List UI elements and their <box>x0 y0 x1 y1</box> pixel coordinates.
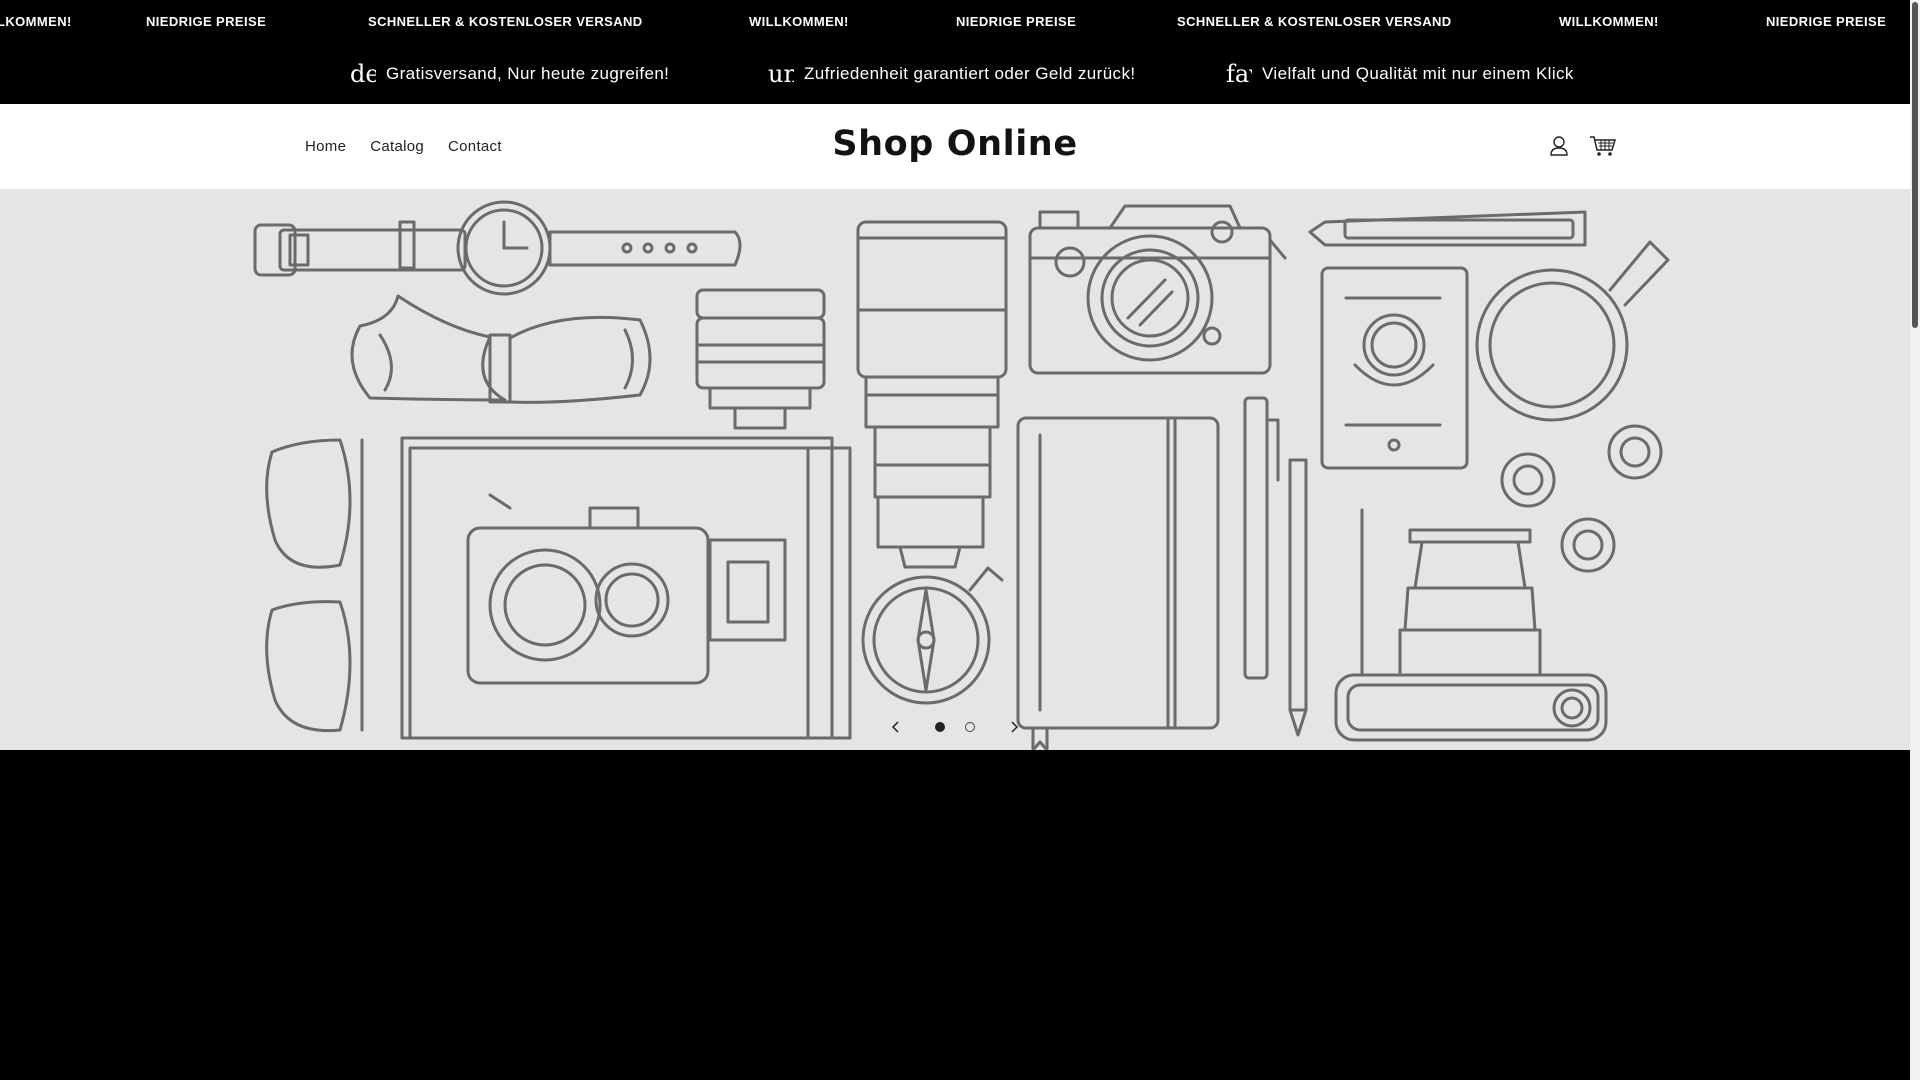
cart-button[interactable] <box>1588 132 1618 160</box>
vintage-camera-illustration <box>1334 508 1608 742</box>
camera-illustration <box>1028 204 1287 375</box>
marquee-item: SCHNELLER & KOSTENLOSER VERSAND <box>368 14 643 29</box>
chevron-right-icon <box>1011 721 1019 733</box>
film-roll-illustration <box>1500 424 1663 573</box>
promo-item-guarantee: un Zufriedenheit garantiert oder Geld zu… <box>768 44 1135 104</box>
account-button[interactable] <box>1545 132 1573 160</box>
slide-next-button[interactable] <box>998 711 1030 743</box>
page-scrollbar[interactable] <box>1910 0 1920 1080</box>
nav-home-link[interactable]: Home <box>305 138 347 155</box>
cart-icon <box>1590 136 1617 156</box>
watch-illustration <box>253 200 742 296</box>
promo-item-variety: fav Vielfalt und Qualität mit nur einem … <box>1226 44 1574 104</box>
marquee-item: NIEDRIGE PREISE <box>956 14 1077 29</box>
marquee-item: NIEDRIGE PREISE <box>1766 14 1887 29</box>
promo-item-shipping: de Gratisversand, Nur heute zugreifen! <box>350 44 669 104</box>
guarantee-icon: un <box>768 60 794 88</box>
marquee-item: NIEDRIGE PREISE <box>146 14 267 29</box>
map-illustration <box>400 436 852 740</box>
slide-prev-button[interactable] <box>880 711 912 743</box>
compass-illustration <box>861 566 1004 705</box>
travel-gear-illustration <box>253 200 1670 750</box>
announcement-marquee: WILLKOMMEN! NIEDRIGE PREISE SCHNELLER & … <box>0 0 1910 44</box>
slide-dot-2[interactable] <box>965 722 975 732</box>
passport-illustration <box>1320 266 1469 470</box>
user-icon <box>1550 136 1568 156</box>
hero-slideshow <box>0 190 1910 750</box>
promo-bar: de Gratisversand, Nur heute zugreifen! u… <box>0 44 1910 104</box>
site-logo[interactable]: Shop Online <box>832 124 1078 164</box>
slide-dot-1[interactable] <box>935 722 945 732</box>
small-lens-illustration <box>695 288 826 430</box>
chevron-left-icon <box>891 721 899 733</box>
sunglasses-illustration <box>265 438 364 733</box>
marquee-item: WILLKOMMEN! <box>1559 14 1659 29</box>
promo-text: Vielfalt und Qualität mit nur einem Klic… <box>1262 64 1574 83</box>
marquee-item: WILLKOMMEN! <box>0 14 72 29</box>
pencil-illustration <box>1308 210 1587 247</box>
nav-contact-link[interactable]: Contact <box>448 138 502 155</box>
pen-illustration <box>1243 396 1308 737</box>
slideshow-controls <box>880 711 1030 743</box>
main-nav: Home Catalog Contact <box>305 104 502 189</box>
site-header: Home Catalog Contact Shop Online <box>0 104 1910 190</box>
notebook-illustration <box>1016 416 1220 750</box>
nav-catalog-link[interactable]: Catalog <box>370 138 425 155</box>
bowtie-illustration <box>350 294 652 404</box>
promo-text: Zufriedenheit garantiert oder Geld zurüc… <box>804 64 1136 83</box>
marquee-item: WILLKOMMEN! <box>749 14 849 29</box>
delivery-icon: de <box>350 60 376 88</box>
magnifier-illustration <box>1475 240 1670 422</box>
scrollbar-thumb[interactable] <box>1912 2 1918 328</box>
promo-text: Gratisversand, Nur heute zugreifen! <box>386 64 670 83</box>
tall-lens-illustration <box>856 220 1008 569</box>
favorite-icon: fav <box>1226 60 1252 88</box>
marquee-item: SCHNELLER & KOSTENLOSER VERSAND <box>1177 14 1452 29</box>
